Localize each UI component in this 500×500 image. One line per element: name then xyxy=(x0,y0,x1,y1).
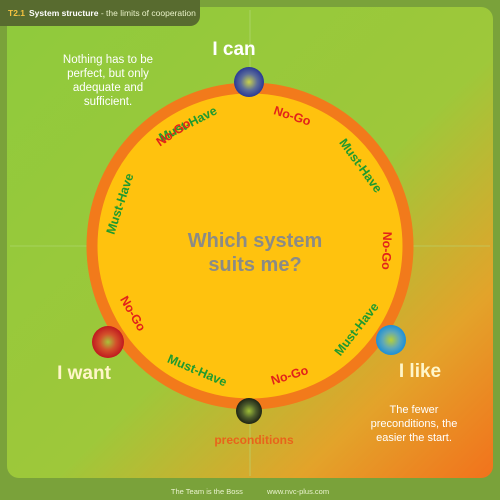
node-i-can xyxy=(234,67,264,97)
ring-label-no-go: No-Go xyxy=(379,231,394,270)
node-i-want xyxy=(92,326,124,358)
note-bottom: The fewer preconditions, the easier the … xyxy=(370,404,458,444)
label-i-can: I can xyxy=(212,39,255,60)
note-top: Nothing has to be perfect, but only adeq… xyxy=(62,54,154,108)
header-subtitle: - the limits of cooperation xyxy=(100,8,196,18)
center-question-line-1: Which system xyxy=(188,230,322,252)
node-i-like xyxy=(376,325,406,355)
label-i-like: I like xyxy=(399,361,441,382)
label-i-want: I want xyxy=(57,363,112,384)
footer-team: The Team is the Boss xyxy=(170,487,243,496)
footer: The Team is the Boss www.nvc-plus.com xyxy=(0,484,500,500)
node-preconditions xyxy=(236,398,262,424)
footer-url[interactable]: www.nvc-plus.com xyxy=(266,487,330,496)
header-number: T2.1 xyxy=(8,8,26,18)
label-preconditions: preconditions xyxy=(214,433,294,447)
center-question-line-2: suits me? xyxy=(208,254,301,276)
header-title: System structure xyxy=(29,8,99,18)
